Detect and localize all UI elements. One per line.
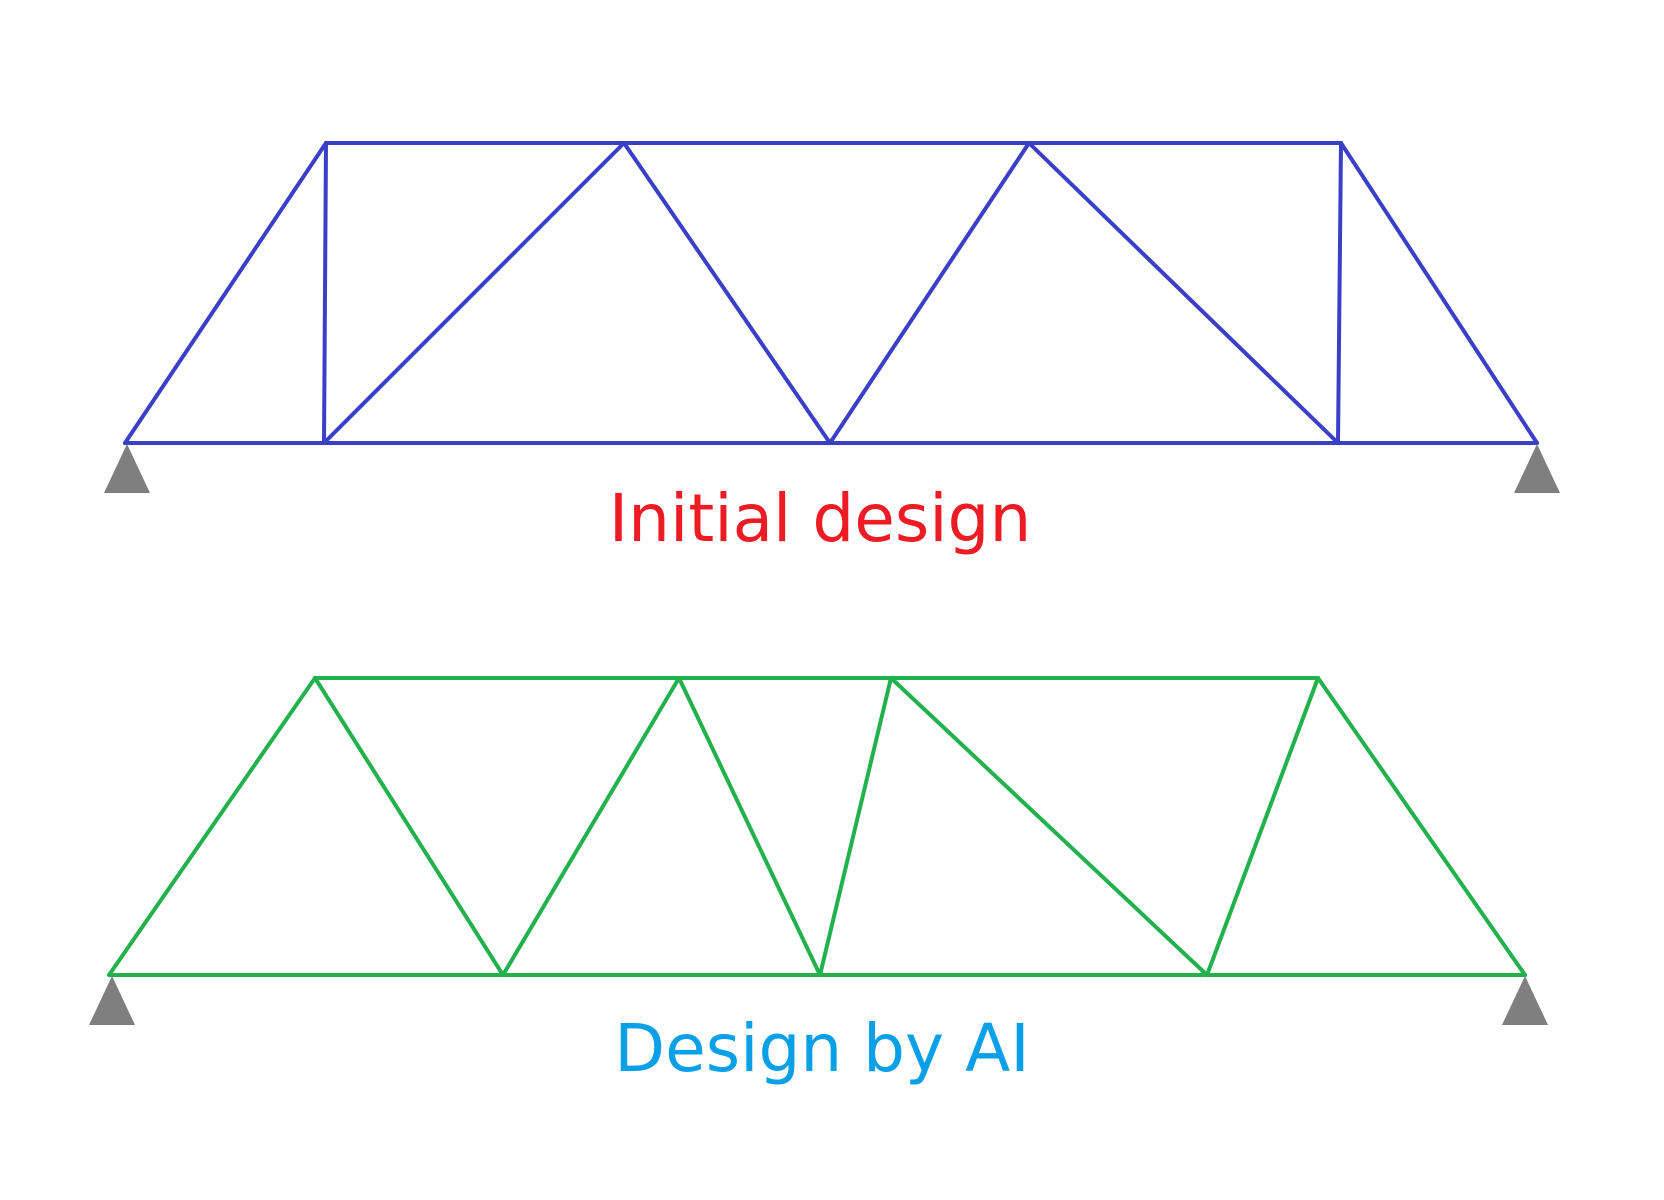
ai-design-caption: Design by AI xyxy=(614,1010,1030,1087)
initial-member-5 xyxy=(322,141,626,445)
initial-truss xyxy=(123,141,1539,445)
ai-member-9 xyxy=(1205,676,1320,977)
initial-member-7 xyxy=(828,141,1031,445)
ai-member-8 xyxy=(889,676,1209,977)
ai-member-4 xyxy=(313,676,505,977)
ai-member-3 xyxy=(107,676,317,977)
initial-supports xyxy=(104,444,1560,493)
pin-support-triangle-icon-ai-2 xyxy=(1502,976,1548,1025)
initial-member-8 xyxy=(1027,141,1340,445)
initial-member-9 xyxy=(1336,141,1343,445)
initial-member-10 xyxy=(1339,141,1539,445)
pin-support-triangle-icon-initial-1 xyxy=(104,444,150,493)
pin-support-triangle-icon-initial-2 xyxy=(1514,444,1560,493)
initial-member-6 xyxy=(622,141,832,445)
ai-truss xyxy=(107,676,1527,977)
ai-member-6 xyxy=(677,676,822,977)
initial-member-3 xyxy=(123,141,328,445)
initial-member-4 xyxy=(322,141,328,445)
pin-support-triangle-icon-ai-1 xyxy=(89,976,135,1025)
ai-member-10 xyxy=(1316,676,1527,977)
ai-supports xyxy=(89,976,1548,1025)
ai-member-7 xyxy=(818,676,893,977)
ai-member-5 xyxy=(501,676,681,977)
initial-design-caption: Initial design xyxy=(608,480,1032,557)
